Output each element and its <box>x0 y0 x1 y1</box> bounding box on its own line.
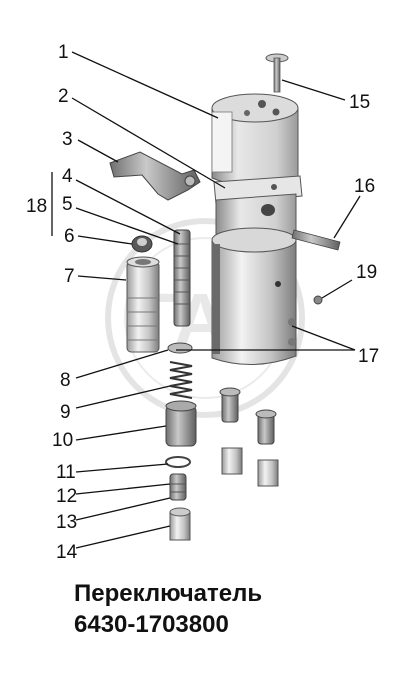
callout-4: 4 <box>62 166 73 187</box>
part-6-nut <box>131 235 153 253</box>
callout-10: 10 <box>52 430 73 451</box>
diagram-caption: Переключатель 6430-1703800 <box>74 578 262 640</box>
callout-7: 7 <box>64 266 75 287</box>
part-14-bushing <box>169 507 191 541</box>
callout-numbers: 1 2 3 4 5 18 6 7 8 9 10 11 12 13 14 15 1… <box>26 42 379 563</box>
callout-15: 15 <box>349 92 370 113</box>
part-10-plunger <box>165 400 197 447</box>
leader-lines <box>71 51 361 549</box>
caption-title: Переключатель <box>74 580 263 607</box>
part-12-13-bolt <box>169 473 187 501</box>
callout-12: 12 <box>56 486 77 507</box>
part-19-ball <box>313 295 323 305</box>
part-15-screw <box>265 53 289 93</box>
callout-13: 13 <box>56 512 77 533</box>
callout-17: 17 <box>358 346 379 367</box>
lower-housing <box>211 227 297 365</box>
part-1-upper-block <box>211 93 299 187</box>
callout-8: 8 <box>60 370 71 391</box>
part-11-ring <box>165 456 191 468</box>
callout-3: 3 <box>62 129 73 150</box>
part-3-lever <box>109 151 201 201</box>
part-7-sleeve <box>126 256 160 353</box>
callout-6: 6 <box>64 226 75 247</box>
callout-5: 5 <box>62 194 73 215</box>
callout-14: 14 <box>56 542 78 563</box>
part-9-spring <box>169 361 193 399</box>
callout-1: 1 <box>58 42 69 63</box>
callout-16: 16 <box>354 176 375 197</box>
part-16-pin <box>291 229 341 251</box>
callout-9: 9 <box>60 402 71 423</box>
callout-11: 11 <box>56 462 76 483</box>
part-8-washer <box>167 342 193 354</box>
part-4-5-rod <box>173 229 191 327</box>
callout-2: 2 <box>58 86 69 107</box>
callout-19: 19 <box>356 262 377 283</box>
caption-part-code: 6430-1703800 <box>74 611 229 638</box>
right-side-parts <box>219 387 279 487</box>
callout-18: 18 <box>26 196 47 217</box>
